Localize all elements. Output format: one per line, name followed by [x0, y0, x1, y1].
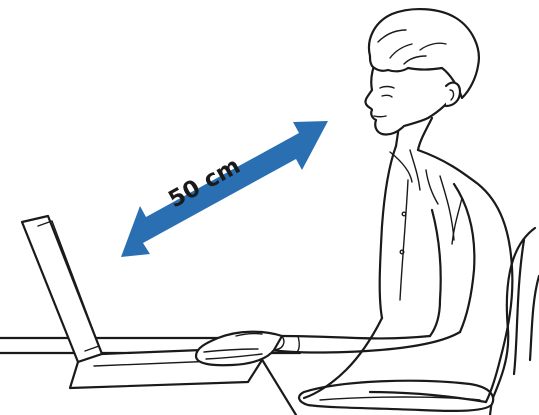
distance-arrow [121, 121, 328, 257]
distance-arrow-shape [121, 121, 328, 257]
chair [299, 228, 539, 415]
seated-person [196, 9, 512, 402]
